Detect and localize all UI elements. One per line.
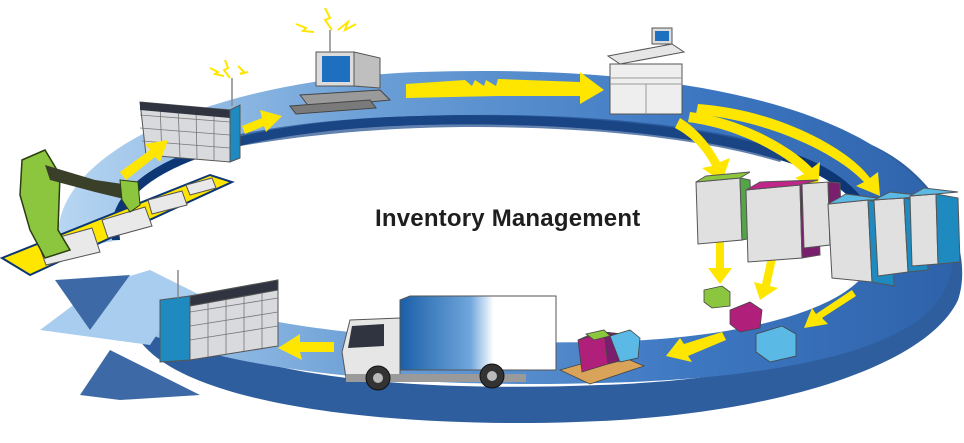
- storage-racks: [695, 171, 961, 287]
- manufacturing-stage: [0, 149, 235, 277]
- package-cyan: [755, 325, 797, 363]
- package-magenta: [729, 301, 763, 333]
- arrow-packages-to-pallet: [666, 332, 726, 362]
- arrow-bin-to-package-1: [708, 240, 732, 284]
- signal-icon: [209, 59, 249, 79]
- arrow-server-to-bins-3: [696, 104, 880, 196]
- arrow-bin-to-package-3: [804, 290, 856, 328]
- arrow-factory-to-computer: [242, 110, 282, 134]
- computer-terminal: [289, 7, 392, 115]
- ring-arrowhead-shadow: [80, 350, 200, 400]
- conveyor-products: [37, 177, 217, 266]
- robot-arm: [19, 149, 141, 259]
- retail-store: [159, 270, 279, 363]
- arrow-bin-to-package-2: [754, 248, 778, 300]
- loaded-pallet: [558, 329, 646, 385]
- arrow-computer-to-server: [406, 72, 604, 104]
- diagram-title: Inventory Management: [375, 205, 641, 232]
- flow-arrows: [120, 72, 880, 362]
- rack-blue-3: [909, 187, 961, 267]
- ring-arrowhead: [40, 270, 210, 345]
- cycle-ring: [40, 70, 963, 424]
- arrow-server-to-bins-1: [675, 118, 730, 182]
- delivery-truck: [341, 295, 557, 391]
- ring-tail: [55, 275, 130, 330]
- arrow-truck-to-store: [278, 334, 334, 360]
- arrow-conveyor-to-factory: [120, 140, 168, 180]
- rack-green: [695, 171, 753, 245]
- ring-inner-shadow: [175, 114, 790, 162]
- signal-icon: [295, 7, 357, 33]
- order-server: [606, 27, 686, 115]
- packages: [703, 285, 797, 363]
- package-green: [703, 285, 731, 309]
